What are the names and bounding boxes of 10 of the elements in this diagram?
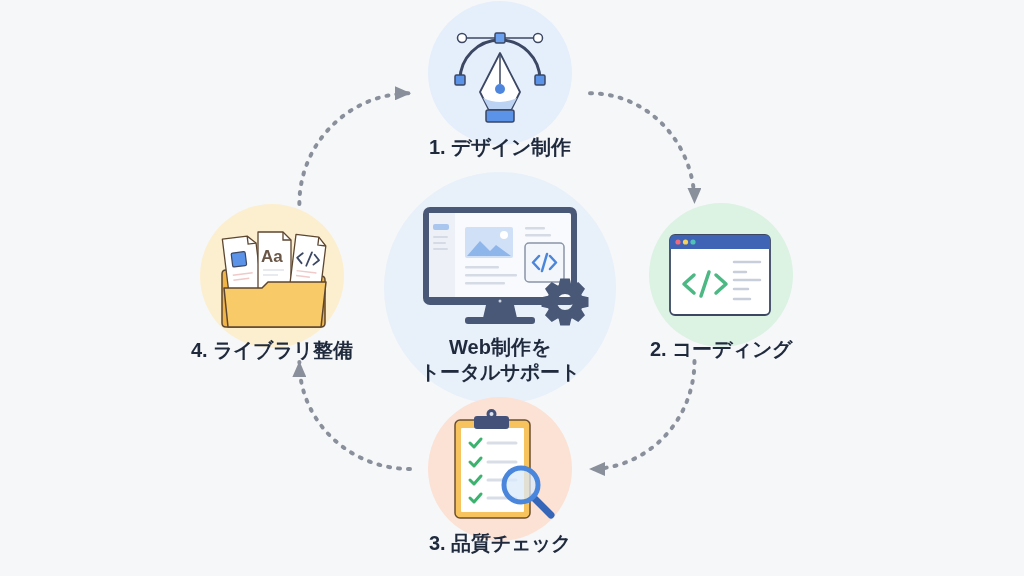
hub-title: Web制作をトータルサポート [419, 335, 581, 385]
dashed-arrow [297, 87, 412, 206]
step-label: 4. ライブラリ整備 [190, 338, 354, 362]
step-label: 2. コーディング [649, 337, 793, 361]
typeface-sample-text: Aa [261, 248, 283, 265]
dashed-arrow [588, 359, 697, 475]
dashed-arrow [588, 91, 701, 205]
step-label: 3. 品質チェック [428, 531, 572, 555]
dashed-arrow [293, 360, 412, 471]
step-label: 1. デザイン制作 [428, 135, 572, 159]
